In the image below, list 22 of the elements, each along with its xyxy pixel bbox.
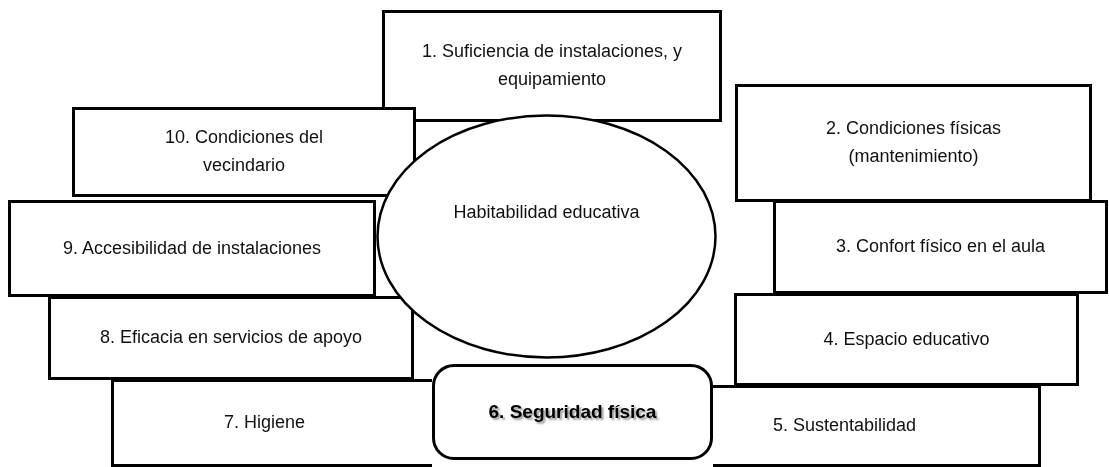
factor-box bbox=[734, 293, 1079, 386]
factor-box bbox=[773, 200, 1108, 294]
node-label: 3. Confort físico en el aula bbox=[835, 235, 1046, 259]
factor-box bbox=[72, 107, 416, 197]
node-label: 5. Sustentabilidad bbox=[773, 414, 917, 438]
factor-box bbox=[8, 200, 376, 297]
factor-box bbox=[382, 10, 722, 122]
node-label: 6. Seguridad física bbox=[488, 399, 657, 424]
factor-box bbox=[713, 385, 1041, 467]
node-label: 10. Condiciones del vecindario bbox=[163, 126, 325, 177]
node-label: 9. Accesibilidad de instalaciones bbox=[62, 236, 322, 260]
node-label: 8. Eficacia en servicios de apoyo bbox=[99, 326, 363, 350]
node-label: Habitabilidad educativa bbox=[453, 200, 640, 224]
node-label: 4. Espacio educativo bbox=[823, 327, 990, 351]
node-label: 1. Suficiencia de instalaciones, y equipamiento bbox=[420, 40, 684, 91]
highlight-box bbox=[432, 364, 713, 460]
center-ellipse bbox=[376, 114, 717, 359]
factor-box bbox=[111, 379, 432, 467]
node-label: 7. Higiene bbox=[224, 411, 306, 435]
node-label: 2. Condiciones físicas (mantenimiento) bbox=[824, 117, 1003, 168]
factor-box bbox=[48, 296, 414, 380]
factor-box bbox=[735, 84, 1092, 202]
